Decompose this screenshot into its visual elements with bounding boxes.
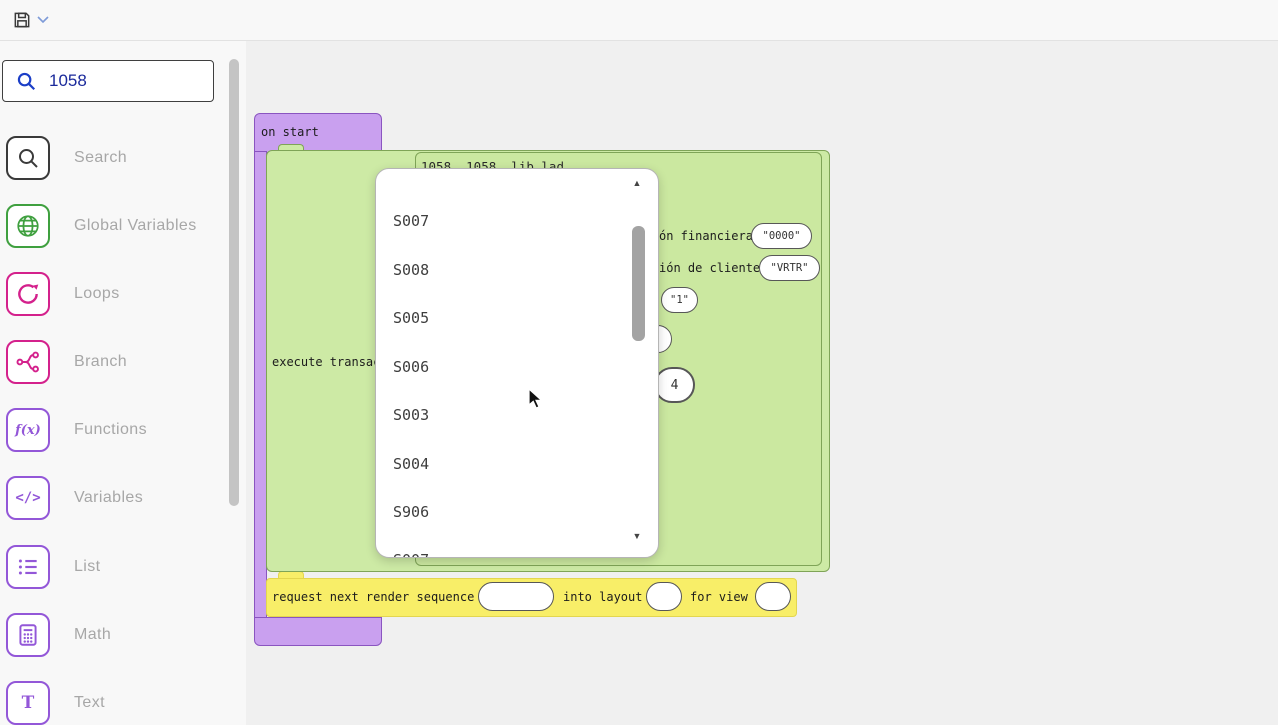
toolbox-category-list[interactable]: List <box>6 543 101 591</box>
dropdown-item-clipped[interactable]: S007 <box>393 551 429 557</box>
toolbox-category-search[interactable]: Search <box>6 134 127 182</box>
dropdown-item[interactable]: S006 <box>393 358 430 376</box>
cliente-value-field[interactable]: "VRTR" <box>759 255 820 281</box>
four-value-field[interactable]: 4 <box>654 367 695 403</box>
loop-icon <box>6 272 50 316</box>
request-render-label: request next render sequence <box>272 590 475 604</box>
globe-icon <box>6 204 50 248</box>
toolbox-category-loops[interactable]: Loops <box>6 270 120 318</box>
save-icon[interactable] <box>12 10 32 30</box>
function-icon: f(x) <box>6 408 50 452</box>
execute-transaction-label: execute transac <box>272 355 381 369</box>
cliente-value: "VRTR" <box>770 262 809 274</box>
toolbox-scrollbar[interactable] <box>229 59 239 506</box>
category-label: Global Variables <box>74 217 197 234</box>
on-start-label: on start <box>261 125 319 139</box>
category-label: Functions <box>74 421 147 438</box>
institucion-financiera-label: ón financiera <box>659 229 753 243</box>
list-icon <box>6 545 50 589</box>
into-layout-label: into layout <box>563 590 643 604</box>
dropdown-scrollbar[interactable] <box>632 226 645 341</box>
dropdown-item[interactable]: S008 <box>393 261 430 279</box>
toolbox-category-branch[interactable]: Branch <box>6 338 127 386</box>
code-icon: </> <box>6 476 50 520</box>
category-label: Text <box>74 694 105 711</box>
scroll-down-icon[interactable]: ▼ <box>632 531 642 541</box>
field-dropdown-menu: ▲ S007 S008 S005 S006 S003 S004 S906 S00… <box>375 168 659 558</box>
category-label: Branch <box>74 353 128 370</box>
on-start-block-bottom[interactable] <box>254 617 382 646</box>
dropdown-item[interactable]: S004 <box>393 455 430 473</box>
view-slot[interactable] <box>755 582 791 611</box>
search-icon <box>15 70 37 92</box>
toolbox-search[interactable] <box>2 60 214 102</box>
search-category-icon <box>6 136 50 180</box>
one-value-field[interactable]: "1" <box>661 287 698 313</box>
dropdown-item[interactable]: S003 <box>393 406 430 424</box>
toolbox-category-global-variables[interactable]: Global Variables <box>6 202 197 250</box>
financiera-value: "0000" <box>762 230 801 242</box>
layout-slot[interactable] <box>646 582 682 611</box>
green-block-top-notch <box>278 144 304 153</box>
text-icon: T <box>6 681 50 725</box>
topbar <box>0 0 1278 41</box>
category-label: Loops <box>74 285 120 302</box>
scroll-up-icon[interactable]: ▲ <box>632 178 642 188</box>
render-sequence-slot[interactable] <box>478 582 554 611</box>
calculator-icon <box>6 613 50 657</box>
toolbox-category-math[interactable]: Math <box>6 611 111 659</box>
category-label: Variables <box>74 489 144 506</box>
dropdown-item[interactable]: S005 <box>393 309 430 327</box>
identificacion-cliente-label: ión de cliente <box>659 261 761 275</box>
mouse-cursor <box>528 388 546 410</box>
category-label: List <box>74 558 101 575</box>
dropdown-item[interactable]: S007 <box>393 212 430 230</box>
chevron-down-icon[interactable] <box>37 16 49 24</box>
toolbox-category-variables[interactable]: </> Variables <box>6 474 143 522</box>
for-view-label: for view <box>690 590 748 604</box>
dropdown-item[interactable]: S906 <box>393 503 430 521</box>
one-value: "1" <box>670 294 689 306</box>
toolbox: Search Global Variables Loops <box>0 41 246 725</box>
toolbox-category-text[interactable]: T Text <box>6 679 105 725</box>
toolbox-category-functions[interactable]: f(x) Functions <box>6 406 147 454</box>
four-value: 4 <box>670 377 679 393</box>
branch-icon <box>6 340 50 384</box>
category-label: Math <box>74 626 112 643</box>
category-label: Search <box>74 149 128 166</box>
financiera-value-field[interactable]: "0000" <box>751 223 812 249</box>
search-input[interactable] <box>47 70 191 92</box>
